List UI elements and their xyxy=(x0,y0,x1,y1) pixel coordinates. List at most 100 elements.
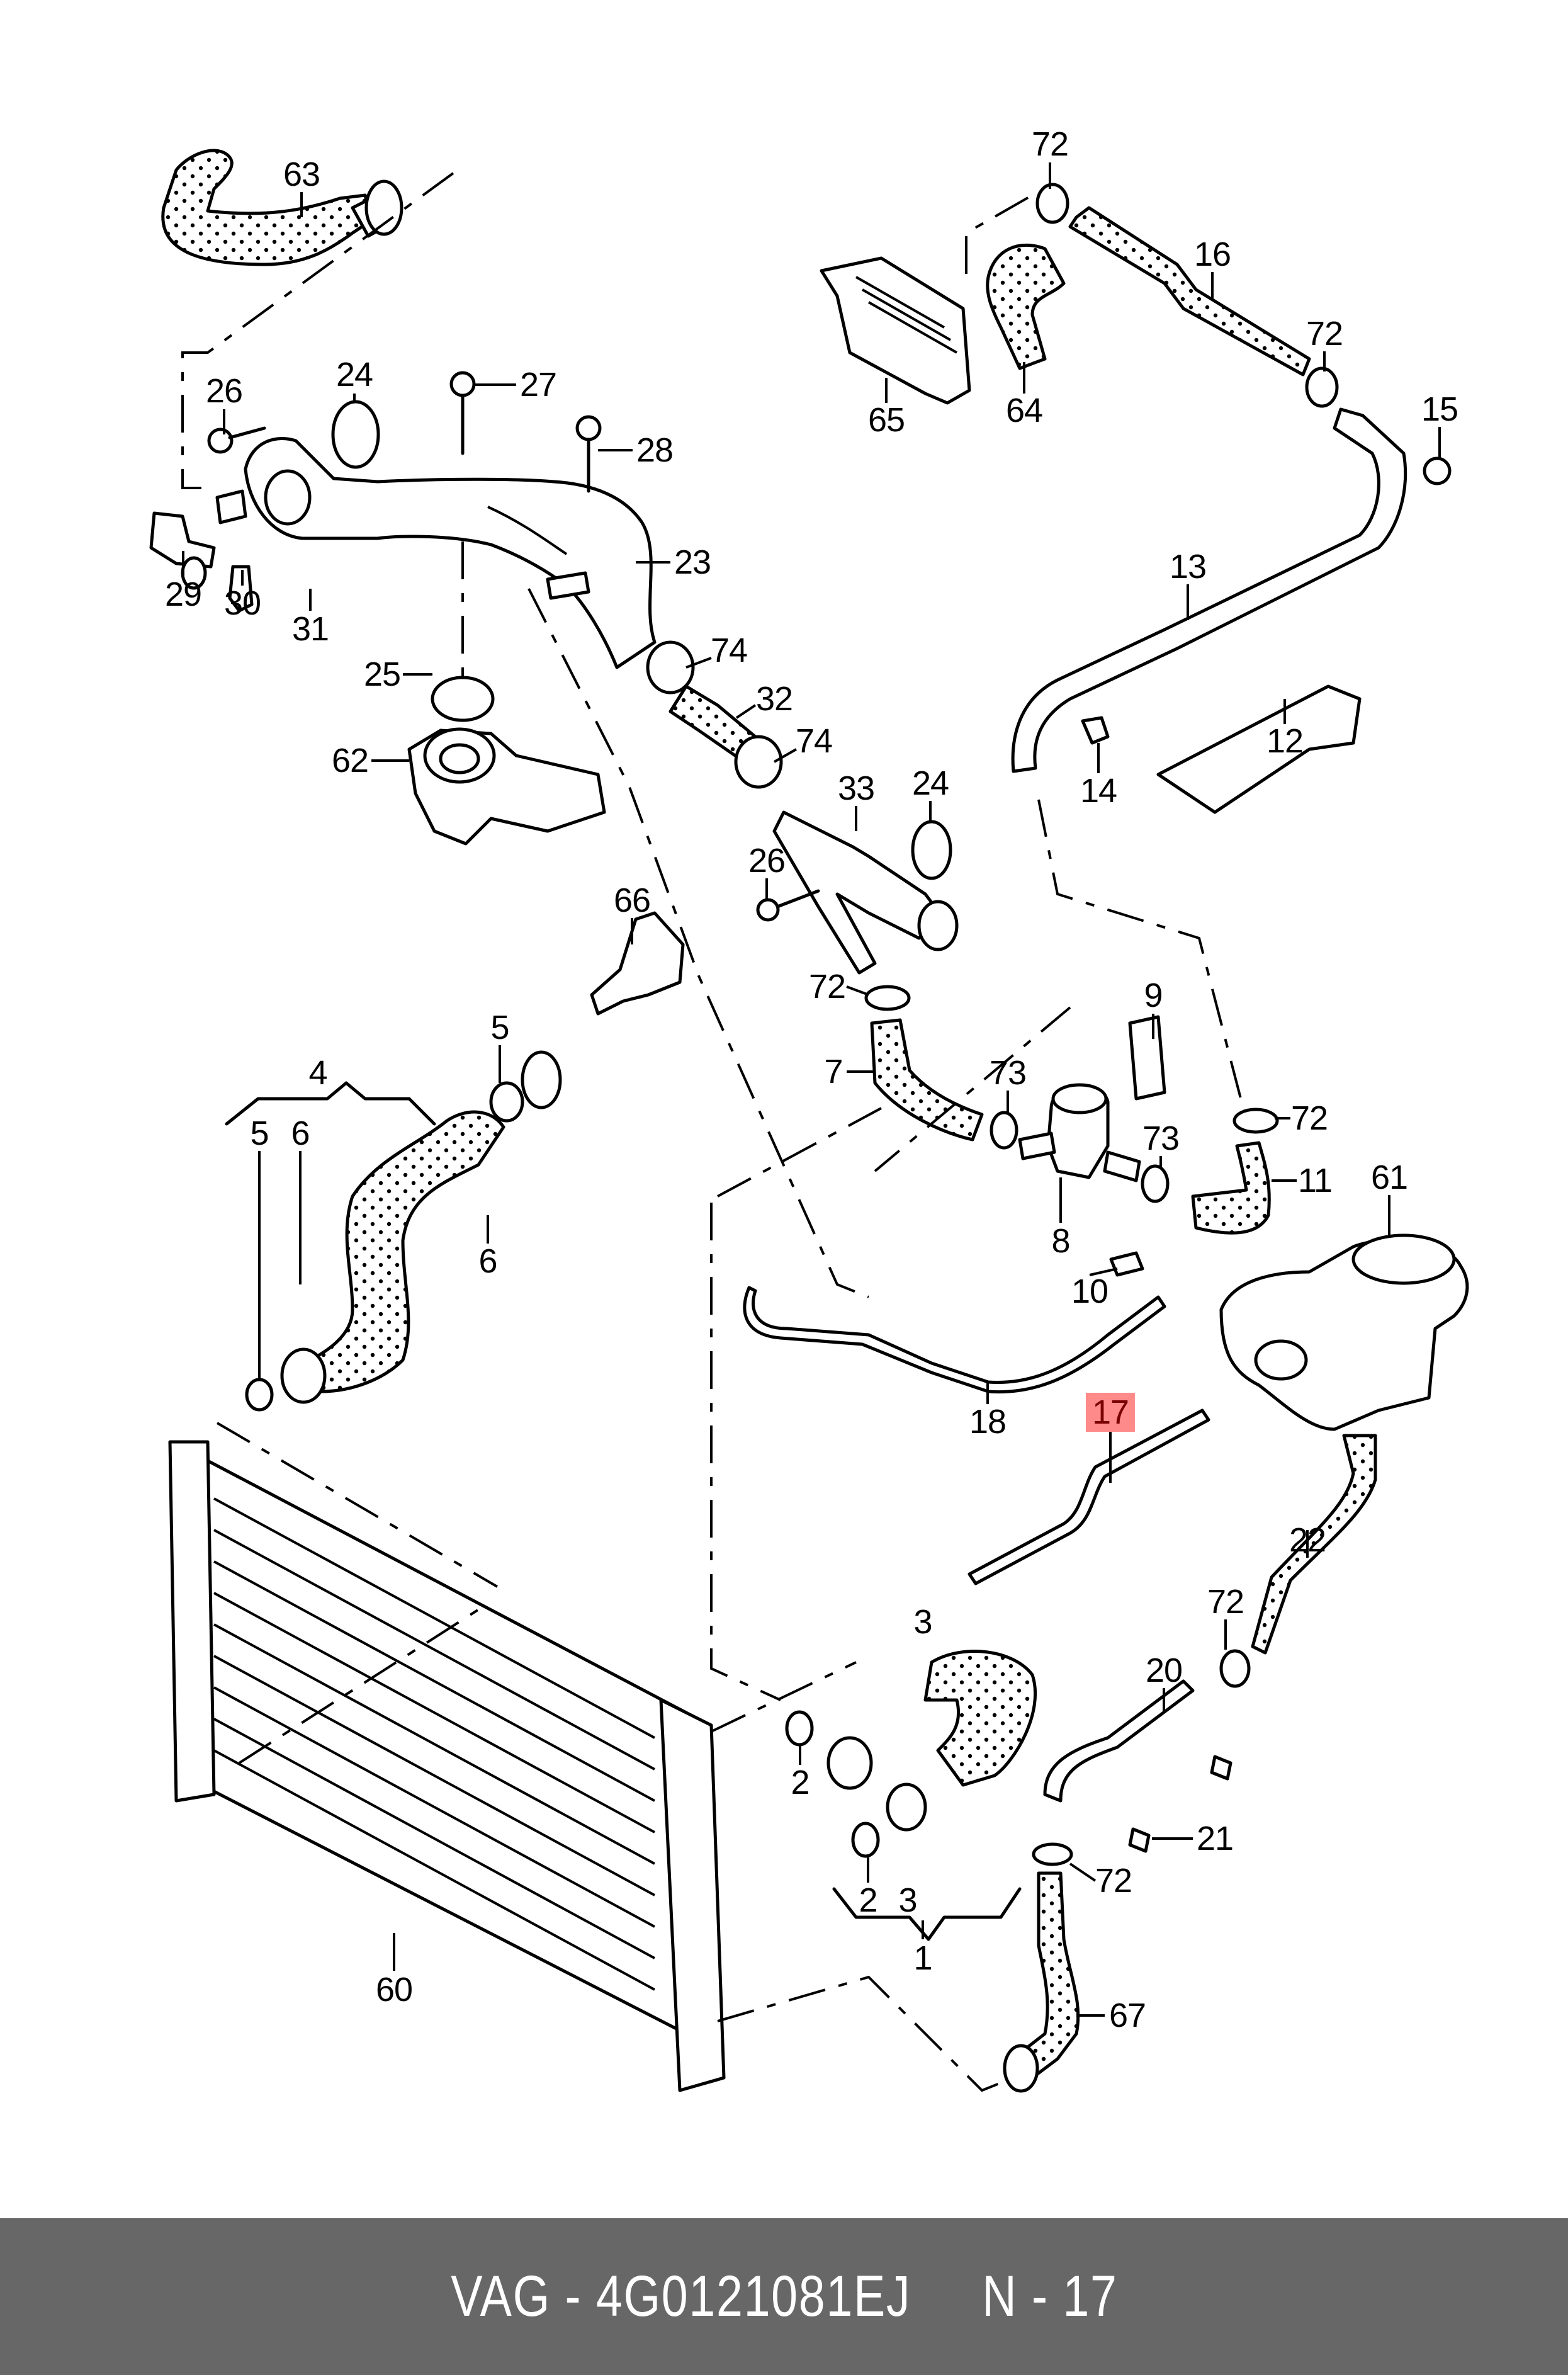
callout-20[interactable]: 20 xyxy=(1145,1652,1183,1689)
callout-10[interactable]: 10 xyxy=(1071,1273,1108,1310)
callout-2[interactable]: 2 xyxy=(791,1764,809,1801)
callout-7[interactable]: 7 xyxy=(824,1053,843,1091)
callout-27[interactable]: 27 xyxy=(519,366,557,404)
callout-16[interactable]: 16 xyxy=(1193,235,1231,273)
callout-14[interactable]: 14 xyxy=(1080,772,1117,810)
callout-72[interactable]: 72 xyxy=(1207,1583,1244,1621)
callout-25[interactable]: 25 xyxy=(363,655,401,693)
fastener-26 xyxy=(207,426,266,454)
callout-26[interactable]: 26 xyxy=(748,842,786,880)
callout-13[interactable]: 13 xyxy=(1169,548,1207,586)
hose-3 xyxy=(923,1650,1037,1787)
hose-7 xyxy=(870,1018,984,1142)
o-ring-5b xyxy=(245,1378,274,1412)
clamp-72f xyxy=(1032,1842,1073,1866)
callout-64[interactable]: 64 xyxy=(1005,392,1043,429)
hose-4-end xyxy=(280,1347,327,1404)
callout-65[interactable]: 65 xyxy=(867,401,905,439)
clamp-74a xyxy=(646,640,695,694)
clamp-74b xyxy=(734,735,783,789)
callout-24[interactable]: 24 xyxy=(911,764,949,802)
callout-72[interactable]: 72 xyxy=(1306,315,1343,353)
callout-73[interactable]: 73 xyxy=(1142,1119,1180,1157)
callout-28[interactable]: 28 xyxy=(636,431,674,469)
gasket-25 xyxy=(431,676,495,722)
callout-73[interactable]: 73 xyxy=(989,1054,1027,1092)
callout-5[interactable]: 5 xyxy=(490,1009,509,1046)
callout-6[interactable]: 6 xyxy=(291,1114,310,1152)
callout-67[interactable]: 67 xyxy=(1108,1997,1146,2034)
hose-3-end-a xyxy=(826,1736,873,1790)
callout-4[interactable]: 4 xyxy=(308,1054,327,1092)
parts-diagram: 63 26 24 27 28 23 29 30 31 25 62 74 32 7… xyxy=(149,125,1469,2093)
bolt-14 xyxy=(1081,716,1110,745)
pipe-17 xyxy=(967,1409,1210,1585)
clip-31 xyxy=(228,565,254,613)
callout-23[interactable]: 23 xyxy=(674,543,711,581)
pipe-20 xyxy=(1043,1679,1195,1803)
callout-21[interactable]: 21 xyxy=(1196,1820,1234,1857)
bracket-4 xyxy=(225,1081,436,1126)
callout-3[interactable]: 3 xyxy=(913,1603,932,1641)
hose-67 xyxy=(1015,1871,1080,2080)
oil-cooler-65 xyxy=(820,256,971,405)
clamp-72e xyxy=(1219,1649,1251,1688)
callout-62[interactable]: 62 xyxy=(331,742,369,779)
bolt-21a xyxy=(1210,1755,1232,1781)
callout-63[interactable]: 63 xyxy=(283,156,320,193)
housing-66 xyxy=(521,911,685,1109)
callout-24[interactable]: 24 xyxy=(336,356,373,394)
leader-lines xyxy=(182,162,1441,2017)
callout-17-highlighted[interactable]: 17 xyxy=(1085,1393,1136,1432)
callout-6[interactable]: 6 xyxy=(478,1242,497,1280)
callout-72[interactable]: 72 xyxy=(808,968,846,1006)
callout-18[interactable]: 18 xyxy=(969,1403,1007,1441)
callout-29[interactable]: 29 xyxy=(164,575,202,613)
callout-33[interactable]: 33 xyxy=(837,769,875,807)
callout-15[interactable]: 15 xyxy=(1421,390,1458,428)
hose-67-end xyxy=(1003,2044,1039,2093)
callout-9[interactable]: 9 xyxy=(1144,977,1163,1014)
radiator-60 xyxy=(168,1440,726,2092)
part-23-coolant-pipe xyxy=(215,437,657,669)
diagram-line-art xyxy=(149,149,1469,2093)
bracket-9 xyxy=(1128,1015,1166,1101)
callout-72[interactable]: 72 xyxy=(1290,1099,1328,1137)
hose-4 xyxy=(294,1110,505,1393)
valve-8 xyxy=(1018,1083,1141,1182)
pipe-13 xyxy=(1011,407,1407,773)
expansion-tank-61 xyxy=(1219,1233,1469,1431)
hose-22 xyxy=(1251,1434,1377,1655)
callout-12[interactable]: 12 xyxy=(1266,722,1304,760)
callout-60[interactable]: 60 xyxy=(375,1971,413,2009)
callout-1[interactable]: 1 xyxy=(913,1939,932,1977)
fastener-28 xyxy=(575,415,602,493)
callout-61[interactable]: 61 xyxy=(1370,1159,1408,1196)
callout-72[interactable]: 72 xyxy=(1095,1862,1132,1900)
clamp-73b xyxy=(1141,1164,1170,1203)
o-ring-2b xyxy=(851,1822,880,1858)
bracket-1 xyxy=(832,1887,1022,1941)
callout-5[interactable]: 5 xyxy=(250,1114,269,1152)
o-ring-5a xyxy=(489,1081,524,1123)
hose-11 xyxy=(1191,1141,1271,1235)
callout-8[interactable]: 8 xyxy=(1051,1222,1070,1260)
callout-74[interactable]: 74 xyxy=(710,632,748,669)
part-63-hose xyxy=(161,149,403,266)
callout-31[interactable]: 31 xyxy=(291,610,329,648)
callout-74[interactable]: 74 xyxy=(795,722,833,760)
callout-72[interactable]: 72 xyxy=(1031,125,1069,163)
callout-66[interactable]: 66 xyxy=(613,881,651,919)
callout-11[interactable]: 11 xyxy=(1297,1162,1333,1199)
pipe-18 xyxy=(743,1286,1166,1394)
sensor-29 xyxy=(149,511,216,569)
footer-part-label: VAG - 4G0121081EJ N - 17 xyxy=(450,2264,1118,2328)
callout-3[interactable]: 3 xyxy=(898,1881,917,1919)
callout-32[interactable]: 32 xyxy=(755,680,793,718)
callout-30[interactable]: 30 xyxy=(223,584,261,622)
hose-64 xyxy=(986,243,1066,370)
callout-22[interactable]: 22 xyxy=(1289,1521,1326,1559)
callout-2[interactable]: 2 xyxy=(859,1881,877,1919)
pipe-33 xyxy=(772,810,959,975)
callout-26[interactable]: 26 xyxy=(205,372,243,410)
